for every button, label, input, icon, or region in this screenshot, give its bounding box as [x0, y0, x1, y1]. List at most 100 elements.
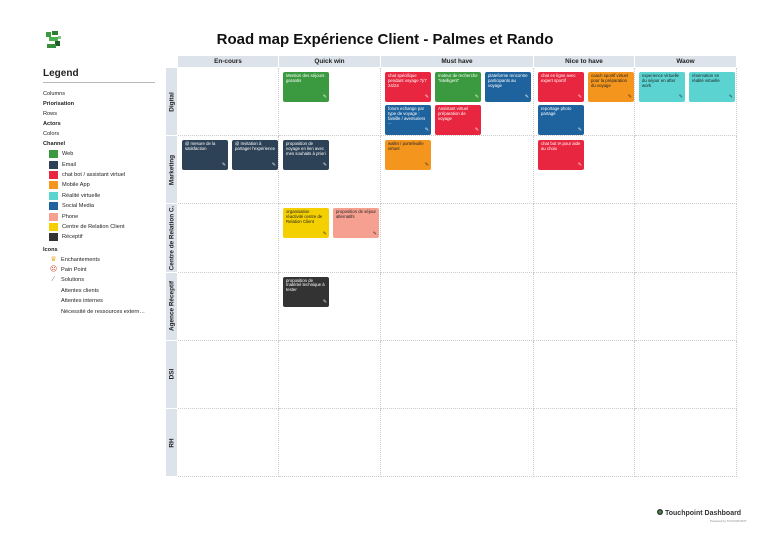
row-header-label: RH [168, 437, 175, 448]
column-header[interactable]: Waow [635, 56, 736, 67]
edit-pencil-icon[interactable]: ✎ [728, 94, 733, 101]
pain-point-icon: ☹ [49, 266, 58, 274]
touchpoint-card[interactable]: réservation en réalité virtuelle✎ [689, 72, 735, 102]
legend-channel-item: chat bot / assistant virtuel [43, 170, 158, 180]
board-cell [635, 409, 737, 478]
card-text: coach sportif virtuel pour la préparatio… [591, 73, 629, 88]
legend-icon-item: Attentes clients [43, 286, 158, 296]
legend-row-rows: Rows [43, 111, 57, 117]
legend-channel-item: Social Media [43, 201, 158, 211]
touchpoint-card[interactable]: coach sportif virtuel pour la préparatio… [588, 72, 634, 102]
column-header[interactable]: Nice to have [534, 56, 634, 67]
board-cell [279, 409, 381, 478]
channel-label: Centre de Relation Client [62, 223, 125, 230]
edit-pencil-icon[interactable]: ✎ [271, 162, 276, 169]
touchpoint-card[interactable]: plateforme rencontre participants au voy… [485, 72, 531, 102]
column-header[interactable]: En-cours [178, 56, 278, 67]
touchpoint-card[interactable]: organisation réactivité centre de Relati… [283, 208, 329, 239]
touchpoint-card[interactable]: reportage photo partagé✎ [538, 105, 584, 135]
touchpoint-card[interactable]: @ Invitation à partager l'expérience✎ [232, 140, 278, 171]
legend-channel-item: Email [43, 159, 158, 169]
card-text: proposition de matériel technique à test… [286, 277, 325, 293]
row-header[interactable]: DSI [166, 340, 177, 408]
edit-pencil-icon[interactable]: ✎ [372, 230, 377, 237]
board-cell [178, 272, 279, 341]
legend-channel-item: Web [43, 149, 158, 159]
edit-pencil-icon[interactable]: ✎ [627, 94, 632, 101]
card-text: chat en ligne avec expert sportif [541, 73, 576, 83]
touchpoint-card[interactable]: forum echange par type de voyage : famil… [385, 105, 431, 135]
edit-pencil-icon[interactable]: ✎ [322, 230, 327, 237]
channel-label: Web [62, 151, 74, 158]
touchpoint-card[interactable]: proposition de voyage en lien avec mes s… [283, 140, 329, 171]
touchpoint-card[interactable]: chat spécifique pendant voyage 7j/7 24/2… [385, 72, 431, 102]
edit-pencil-icon[interactable]: ✎ [577, 162, 582, 169]
edit-pencil-icon[interactable]: ✎ [678, 94, 683, 101]
board-cell [279, 340, 381, 409]
footer-brand-text: Touchpoint Dashboard [665, 510, 742, 517]
icon-label: Nécessité de ressources extern… [61, 308, 145, 315]
card-text: Assistant virtuel préparation de voyage [438, 106, 469, 121]
edit-pencil-icon[interactable]: ✎ [577, 94, 582, 101]
edit-pencil-icon[interactable]: ✎ [322, 298, 327, 305]
edit-pencil-icon[interactable]: ✎ [577, 127, 582, 134]
touchpoint-card[interactable]: Assistant virtuel préparation de voyage ✎ [435, 105, 481, 135]
channel-label: Phone [62, 213, 79, 220]
card-text: proposition de séjour alternatifs [336, 209, 376, 220]
legend-channel-item: Réalité virtuelle [43, 191, 158, 201]
row-header-label: Digital [168, 91, 175, 112]
board-cell [635, 340, 737, 409]
touchpoint-logo-icon [657, 509, 663, 515]
board-cell [381, 409, 534, 478]
legend-row-priorisation: Priorisation [43, 101, 75, 107]
board-cell [381, 272, 534, 341]
row-header[interactable]: Digital [166, 68, 177, 136]
touchpoint-card[interactable]: chat bot IA pour aide au choix ✎ [538, 140, 584, 171]
legend-row-colors: Colors [43, 131, 60, 137]
channel-swatch [49, 160, 58, 169]
board-cell [534, 204, 635, 273]
edit-pencil-icon[interactable]: ✎ [322, 162, 327, 169]
crown-icon: ♛ [50, 255, 57, 263]
board-cell [381, 340, 534, 409]
touchpoint-card[interactable]: moteur de recherche "intelligent"✎ [435, 72, 481, 102]
row-header[interactable]: Agence Réceptif [166, 272, 177, 340]
row-header-label: Centre de Relation C. [168, 205, 175, 271]
touchpoint-card[interactable]: @ mesure de la satisfaction✎ [182, 140, 228, 171]
edit-pencil-icon[interactable]: ✎ [424, 127, 429, 134]
touchpoint-card[interactable]: Mention des séjours garantis✎ [283, 72, 329, 102]
legend-channel-item: Mobile App [43, 180, 158, 190]
touchpoint-card[interactable]: wallet / portefeuille virtuel✎ [385, 140, 431, 171]
touchpoint-card[interactable]: experience virtuelle du séjour en after … [639, 72, 685, 102]
legend-channel-item: Réceptif [43, 232, 158, 242]
edit-pencil-icon[interactable]: ✎ [424, 162, 429, 169]
edit-pencil-icon[interactable]: ✎ [221, 162, 226, 169]
channel-swatch [49, 202, 58, 211]
card-text: chat bot IA pour aide au choix [541, 141, 581, 151]
row-header[interactable]: RH [166, 409, 177, 477]
footer-brand: Touchpoint Dashboard [657, 509, 741, 517]
channel-swatch [49, 222, 58, 231]
touchpoint-card[interactable]: chat en ligne avec expert sportif ✎ [538, 72, 584, 102]
legend-row-actors: Actors [43, 121, 61, 127]
column-header[interactable]: Must have [381, 56, 533, 67]
column-header[interactable]: Quick win [279, 56, 380, 67]
edit-pencil-icon[interactable]: ✎ [424, 94, 429, 101]
legend-icon-item: Attentes internes [43, 296, 158, 306]
icon-label: Enchantements [61, 256, 100, 263]
legend-icons-heading: Icons [43, 246, 58, 253]
edit-pencil-icon[interactable]: ✎ [322, 94, 327, 101]
legend-icon-item: ☹Pain Point [43, 265, 158, 275]
edit-pencil-icon[interactable]: ✎ [524, 94, 529, 101]
edit-pencil-icon[interactable]: ✎ [474, 94, 479, 101]
edit-pencil-icon[interactable]: ✎ [474, 127, 479, 134]
touchpoint-card[interactable]: proposition de matériel technique à test… [283, 276, 329, 307]
row-header[interactable]: Marketing [166, 136, 177, 204]
row-header-label: Marketing [168, 154, 175, 185]
legend-row-channel: Channel [43, 141, 66, 147]
board-cell [635, 68, 737, 137]
row-header[interactable]: Centre de Relation C. [166, 204, 177, 272]
board-cell [279, 204, 381, 273]
touchpoint-card[interactable]: proposition de séjour alternatifs ✎ [333, 208, 379, 239]
